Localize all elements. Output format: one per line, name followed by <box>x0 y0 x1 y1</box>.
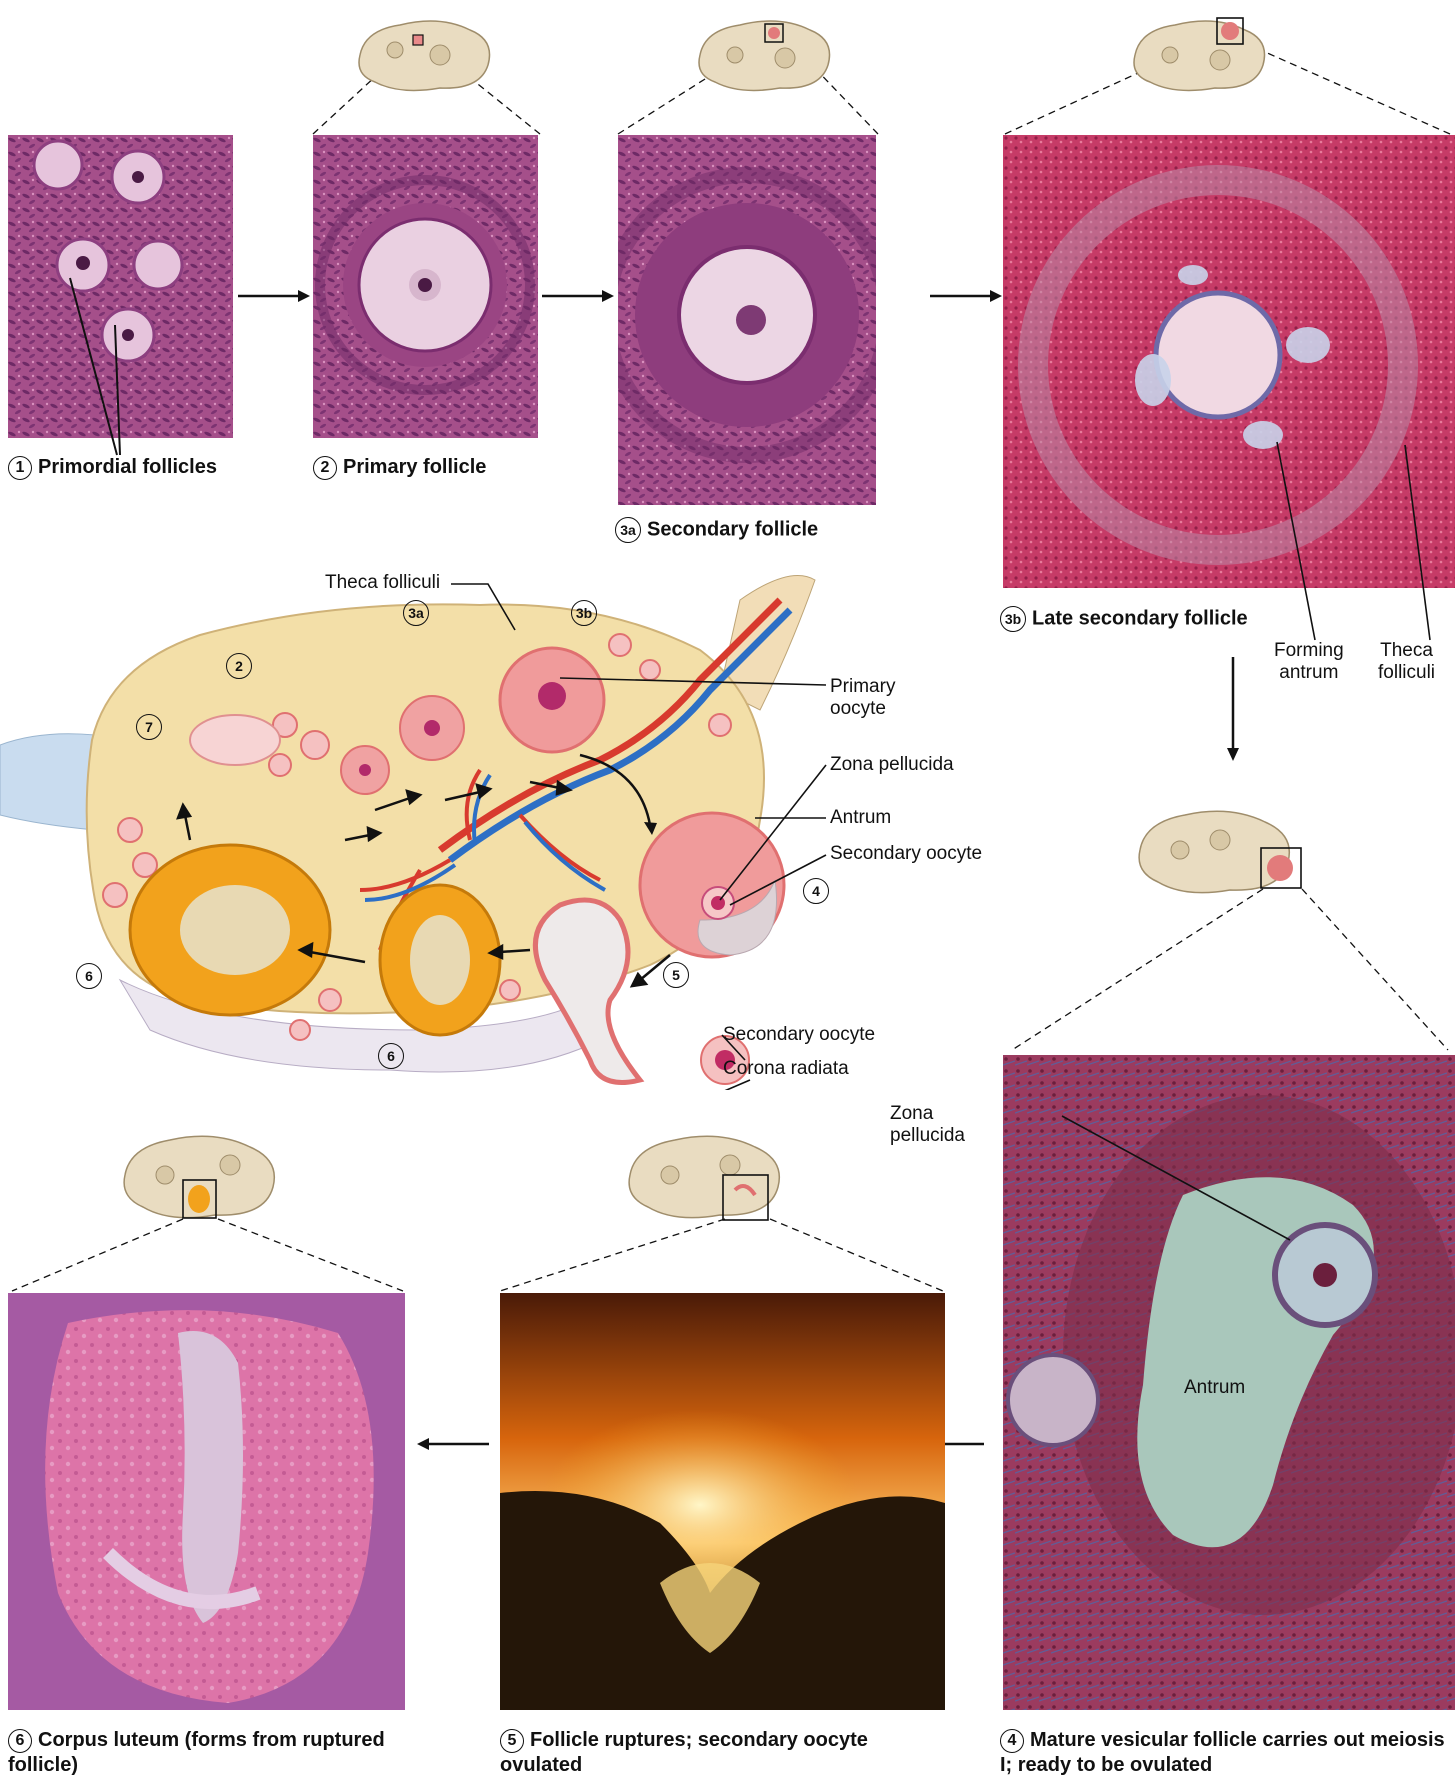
zoom-lines-4 <box>1000 885 1455 1055</box>
step-1-badge: 1 <box>8 456 32 480</box>
diagram-step-7: 7 <box>136 714 162 740</box>
pointer-line-zona-micro <box>1060 1112 1300 1247</box>
step-6-badge: 6 <box>8 1729 32 1753</box>
diagram-step-3a: 3a <box>403 600 429 626</box>
label-primary-oocyte: Primary oocyte <box>830 676 895 720</box>
ovary-thumbnail-3b <box>1125 10 1275 100</box>
label-secondary-oocyte-ovulated: Secondary oocyte <box>723 1024 875 1046</box>
label-zona-pellucida: Zona pellucida <box>830 754 954 776</box>
diagram-step-5: 5 <box>663 962 689 988</box>
label-theca-folliculi-micro: Theca folliculi <box>1378 640 1435 684</box>
photo-follicle-rupture <box>500 1293 945 1710</box>
diagram-step-2: 2 <box>226 653 252 679</box>
diagram-step-4: 4 <box>803 878 829 904</box>
step-2-badge: 2 <box>313 456 337 480</box>
micrograph-primary-follicle <box>313 135 538 438</box>
diagram-step-6-left: 6 <box>76 963 102 989</box>
label-forming-antrum: Forming antrum <box>1274 640 1344 684</box>
label-secondary-oocyte: Secondary oocyte <box>830 843 982 865</box>
step-3a-badge: 3a <box>615 517 641 543</box>
label-zona-pellucida-micro: Zona pellucida <box>890 1103 965 1147</box>
arrow-1-to-2 <box>236 286 312 306</box>
arrow-2-to-3a <box>540 286 616 306</box>
pointer-lines-3b <box>1275 440 1455 650</box>
step-4-badge: 4 <box>1000 1729 1024 1753</box>
diagram-step-3b: 3b <box>571 600 597 626</box>
zoom-lines-6 <box>8 1215 408 1295</box>
arrow-3b-to-4 <box>1221 655 1245 765</box>
label-corona-radiata: Corona radiata <box>723 1058 849 1080</box>
pointer-line-primordial <box>60 270 140 460</box>
zoom-lines-5 <box>495 1215 950 1295</box>
label-theca-folliculi-diagram: Theca folliculi <box>325 572 440 594</box>
micrograph-corpus-luteum <box>8 1293 405 1710</box>
arrow-3a-to-3b <box>928 286 1004 306</box>
label-antrum: Antrum <box>830 807 891 829</box>
arrow-5-to-6 <box>415 1434 491 1454</box>
label-antrum-micro: Antrum <box>1184 1377 1245 1399</box>
step-5-badge: 5 <box>500 1729 524 1753</box>
ovary-thumbnail-2 <box>350 10 500 100</box>
ovary-thumbnail-3a <box>690 10 840 100</box>
diagram-step-6-bottom: 6 <box>378 1043 404 1069</box>
micrograph-secondary-follicle <box>618 135 876 505</box>
